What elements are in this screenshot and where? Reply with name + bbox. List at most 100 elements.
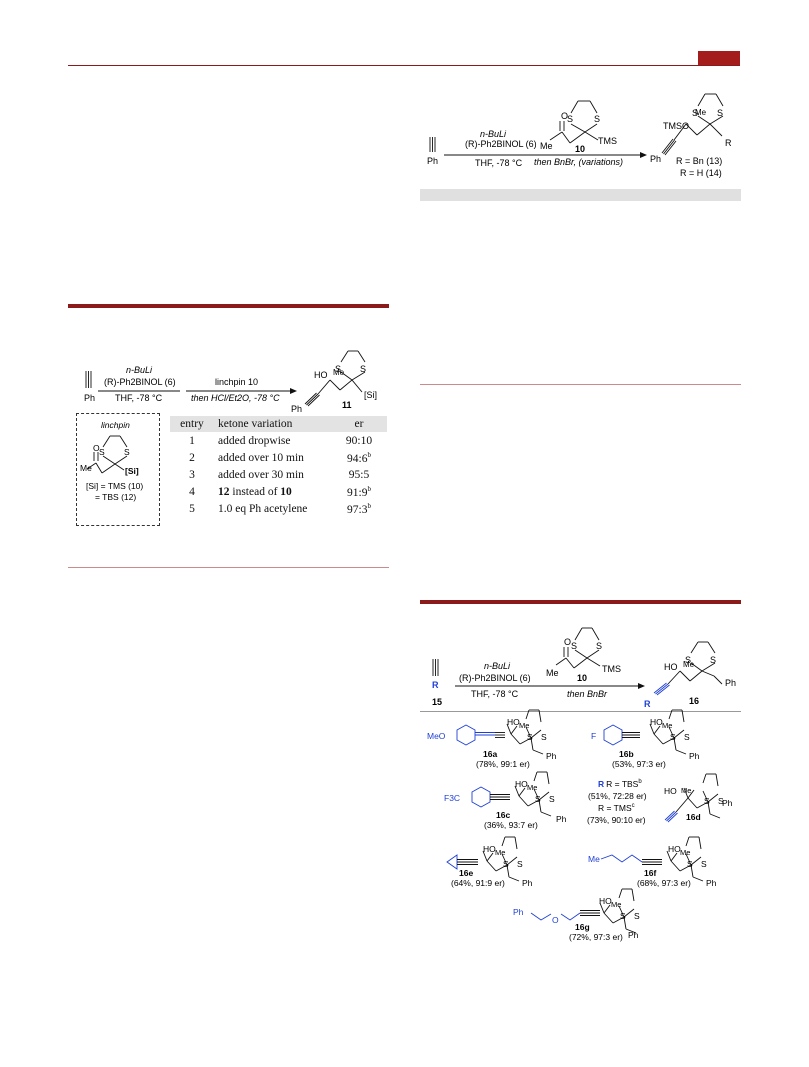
svg-text:S: S — [549, 794, 555, 804]
svg-text:16: 16 — [689, 696, 699, 706]
svg-text:O: O — [564, 637, 571, 647]
svg-text:Me: Me — [680, 848, 690, 857]
svg-text:Ph: Ph — [722, 798, 733, 808]
svg-text:R = TMSc: R = TMSc — [598, 803, 635, 813]
svg-text:R: R — [432, 680, 439, 690]
table-row: 5 1.0 eq Ph acetylene 97:3b — [189, 501, 371, 516]
svg-text:10: 10 — [577, 673, 587, 683]
svg-text:Me: Me — [588, 854, 600, 864]
svg-text:16f: 16f — [644, 868, 656, 878]
svg-text:then BnBr, (variations): then BnBr, (variations) — [534, 157, 623, 167]
svg-text:(73%, 90:10 er): (73%, 90:10 er) — [587, 815, 646, 825]
svg-text:16e: 16e — [459, 868, 473, 878]
scope-separator — [420, 711, 741, 712]
svg-text:HO: HO — [650, 717, 663, 727]
svg-text:HO: HO — [515, 779, 528, 789]
table-row: 4 12 instead of 10 91:9b — [189, 484, 371, 499]
svg-text:S: S — [684, 732, 690, 742]
svg-text:RR = TBSb: RR = TBSb — [598, 779, 642, 789]
svg-text:(53%, 97:3 er): (53%, 97:3 er) — [612, 759, 666, 769]
th-variation: ketone variation — [214, 416, 331, 432]
start-ph: Ph — [427, 156, 438, 166]
svg-text:n-BuLi: n-BuLi — [484, 661, 511, 671]
svg-text:S: S — [692, 108, 698, 118]
svg-text:S: S — [517, 859, 523, 869]
svg-text:R: R — [644, 699, 651, 709]
svg-text:S: S — [718, 796, 724, 806]
svg-text:Me: Me — [681, 786, 691, 795]
svg-text:R = H (14): R = H (14) — [680, 168, 722, 178]
svg-text:Me: Me — [333, 368, 345, 377]
linchpin-box — [76, 413, 160, 526]
svg-text:Me: Me — [695, 108, 707, 117]
svg-text:Me: Me — [683, 660, 695, 669]
caption-bar — [420, 189, 741, 201]
svg-text:HO: HO — [314, 370, 328, 380]
svg-text:[Si]: [Si] — [364, 390, 377, 400]
svg-text:16a: 16a — [483, 749, 497, 759]
svg-text:S: S — [541, 732, 547, 742]
svg-text:R: R — [725, 138, 732, 148]
svg-text:Ph: Ph — [706, 878, 717, 888]
svg-text:then BnBr: then BnBr — [567, 689, 608, 699]
svg-text:Me: Me — [540, 141, 553, 151]
svg-text:(36%, 93:7 er): (36%, 93:7 er) — [484, 820, 538, 830]
svg-text:Me: Me — [519, 721, 529, 730]
svg-text:TMSO: TMSO — [663, 121, 689, 131]
svg-text:[Si]: [Si] — [125, 466, 139, 476]
svg-text:linchpin 10: linchpin 10 — [215, 377, 258, 387]
svg-text:HO: HO — [664, 786, 677, 796]
svg-text:S: S — [527, 732, 533, 742]
svg-text:(72%, 97:3 er): (72%, 97:3 er) — [569, 932, 623, 942]
svg-text:F: F — [591, 731, 596, 741]
svg-text:Me: Me — [611, 900, 621, 909]
svg-text:Me: Me — [80, 463, 92, 473]
svg-text:S: S — [124, 447, 130, 457]
svg-text:= TBS (12): = TBS (12) — [95, 492, 136, 502]
svg-text:linchpin: linchpin — [101, 420, 130, 430]
compound-16e: HO Me S S Ph 16e (64%, 91:9 er) — [446, 836, 533, 888]
compound-16c: F3C HO Me S S Ph 16c (36%, 93:7 er) — [444, 771, 567, 830]
svg-text:TMS: TMS — [602, 664, 621, 674]
svg-text:11: 11 — [342, 400, 352, 410]
divider-left — [68, 567, 389, 568]
svg-text:S: S — [503, 859, 509, 869]
svg-text:O: O — [561, 111, 568, 121]
svg-text:16b: 16b — [619, 749, 634, 759]
svg-text:HO: HO — [599, 896, 612, 906]
svg-text:F3C: F3C — [444, 793, 460, 803]
svg-text:Ph: Ph — [725, 678, 736, 688]
svg-text:HO: HO — [483, 844, 496, 854]
svg-text:(64%, 91:9 er): (64%, 91:9 er) — [451, 878, 505, 888]
compound-16f: Me HO Me S S Ph 16f (68%, 97:3 er) — [588, 836, 717, 888]
svg-text:S: S — [596, 641, 602, 651]
table-row: 1 added dropwise 90:10 — [189, 434, 373, 447]
svg-text:MeO: MeO — [427, 731, 446, 741]
th-entry: entry — [170, 416, 214, 432]
svg-text:10: 10 — [575, 144, 585, 154]
svg-text:Me: Me — [495, 848, 505, 857]
compound-16g: Ph O HO Me S S Ph 16g (72%, 97:3 er) — [513, 888, 640, 942]
svg-text:(68%, 97:3 er): (68%, 97:3 er) — [637, 878, 691, 888]
compound-16a: MeO HO Me S S Ph 16a (78%, 99:1 er) — [427, 709, 557, 769]
svg-text:Ph: Ph — [522, 878, 533, 888]
svg-text:S: S — [335, 364, 341, 374]
svg-text:TMS: TMS — [598, 136, 617, 146]
svg-text:Ph: Ph — [650, 154, 661, 164]
divider-right — [420, 384, 741, 385]
svg-text:n-BuLi: n-BuLi — [126, 365, 153, 375]
svg-text:[Si] = TMS (10): [Si] = TMS (10) — [86, 481, 143, 491]
svg-text:16g: 16g — [575, 922, 590, 932]
svg-text:S: S — [717, 108, 723, 118]
section-bar-right — [420, 600, 741, 604]
svg-text:HO: HO — [507, 717, 520, 727]
svg-text:S: S — [360, 364, 366, 374]
svg-text:THF, -78 °C: THF, -78 °C — [471, 689, 519, 699]
svg-text:THF, -78 °C: THF, -78 °C — [115, 393, 163, 403]
svg-text:S: S — [620, 911, 626, 921]
svg-text:then HCl/Et2O, -78 °C: then HCl/Et2O, -78 °C — [191, 393, 280, 403]
svg-text:HO: HO — [664, 662, 678, 672]
